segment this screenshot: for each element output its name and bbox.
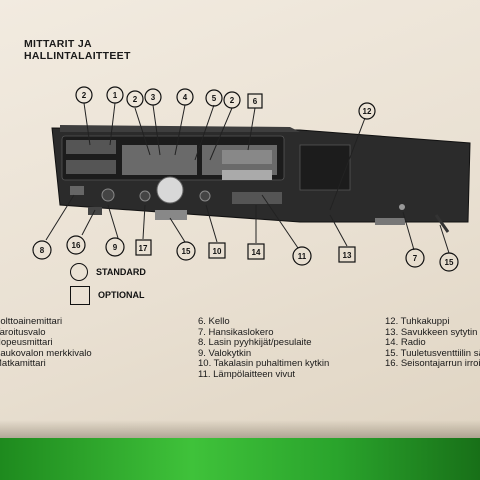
list-item: 10. Takalasin puhaltimen kytkin [198,358,330,370]
callout-9: 9 [105,237,125,257]
list-item: 8. Lasin pyyhkijät/pesulaite [198,337,312,349]
callout-6: 6 [247,93,263,109]
svg-text:5: 5 [212,94,217,103]
parts-list-col-3: 12. Tuhkakuppi 13. Savukkeen sytytin 14.… [385,316,480,370]
callout-7: 7 [405,248,425,268]
svg-text:3: 3 [151,93,156,102]
svg-text:2: 2 [82,91,87,100]
callout-10: 10 [208,242,226,259]
list-item: 14. Radio [385,337,426,349]
page-title: MITTARIT JA HALLINTALAITTEET [24,38,131,62]
list-item: Polttoainemittari [0,316,63,327]
legend-optional-label: OPTIONAL [98,290,145,300]
svg-text:14: 14 [252,248,261,257]
callout-5: 5 [205,89,223,107]
callout-1: 1 [106,86,124,104]
legend: STANDARD OPTIONAL [70,262,146,308]
svg-text:9: 9 [113,243,118,252]
svg-text:16: 16 [72,241,81,250]
list-item: Varoitusvalo [0,326,46,338]
list-item: 16. Seisontajarrun irroi [385,358,480,370]
grass-background [0,438,480,480]
svg-text:1: 1 [113,91,118,100]
list-item: Nopeusmittari [0,337,53,349]
list-item: Kaukovalon merkkivalo [0,347,92,359]
callout-3: 3 [144,88,162,106]
list-item: 12. Tuhkakuppi [385,316,450,327]
svg-text:13: 13 [343,251,352,260]
standard-circle-icon [70,263,88,281]
list-item: 9. Valokytkin [198,347,252,359]
leader-lines [45,102,450,254]
svg-text:4: 4 [183,93,188,102]
svg-text:10: 10 [213,247,222,256]
callout-15-right: 15 [439,252,459,272]
callout-12: 12 [358,102,376,120]
callout-17: 17 [135,239,152,256]
parts-list-col-2: 6. Kello 7. Hansikaslokero 8. Lasin pyyh… [198,316,330,381]
svg-text:11: 11 [298,252,307,261]
list-item: 13. Savukkeen sytytin [385,326,478,338]
svg-text:6: 6 [253,97,258,106]
svg-text:7: 7 [413,254,418,263]
list-item: 7. Hansikaslokero [198,326,274,338]
svg-text:8: 8 [40,246,45,255]
legend-standard: STANDARD [70,262,146,282]
dashboard-illustration [51,125,471,233]
callout-8: 8 [32,240,52,260]
callout-11: 11 [292,246,312,266]
callout-2-right: 2 [223,91,241,109]
callout-16: 16 [66,235,86,255]
svg-text:2: 2 [230,96,235,105]
legend-optional: OPTIONAL [70,285,146,305]
callout-13: 13 [338,246,356,263]
svg-text:15: 15 [182,247,191,256]
callout-14: 14 [247,243,265,260]
parts-list-col-1: Polttoainemittari Varoitusvalo Nopeusmit… [0,316,92,370]
optional-square-icon [70,285,90,305]
list-item: 15. Tuuletusventtiilin sä [385,347,480,359]
legend-standard-label: STANDARD [96,267,146,277]
svg-text:15: 15 [445,258,454,267]
svg-text:17: 17 [139,244,148,253]
title-line-2: HALLINTALAITTEET [24,50,131,62]
callout-2-left: 2 [75,86,93,104]
callout-2-center: 2 [126,90,144,108]
title-line-1: MITTARIT JA [24,38,92,50]
list-item: Matkamittari [0,358,46,370]
svg-text:12: 12 [363,107,372,116]
list-item: 11. Lämpölaitteen vivut [198,368,295,380]
callout-15-center: 15 [176,241,196,261]
callout-4: 4 [176,88,194,106]
svg-text:2: 2 [133,95,138,104]
list-item: 6. Kello [198,316,230,327]
manual-page [0,0,480,455]
